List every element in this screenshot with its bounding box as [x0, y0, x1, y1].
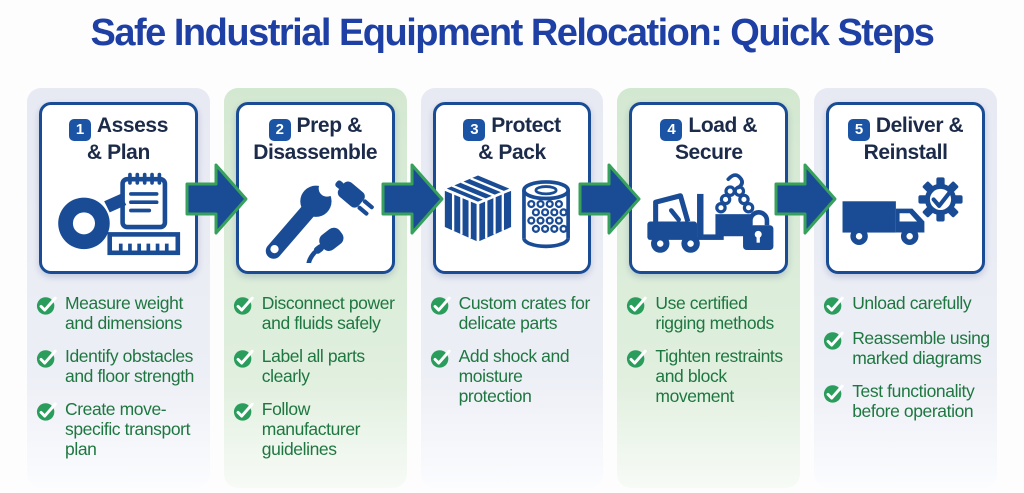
checklist-item-text: Add shock and moisture protection: [458, 345, 570, 406]
checklist-3: Custom crates for delicate parts Add sho…: [430, 293, 599, 407]
crate-icon: [444, 175, 512, 242]
step-number-badge: 4: [660, 119, 683, 141]
checklist-item: Disconnect power and fluids safely: [233, 293, 402, 334]
plug-icon: [335, 180, 375, 216]
checklist-item: Test functionality before operation: [823, 380, 992, 422]
ruler-icon: [107, 231, 181, 255]
checklist-item: Follow manufacturer guidelines: [233, 398, 402, 460]
tape-measure-icon: [58, 193, 127, 249]
checklist-item-text: Reassemble using marked diagrams: [852, 328, 990, 368]
wrench-icon: [265, 168, 339, 259]
checklist-item-text: Identify obstacles and floor strength: [65, 345, 194, 386]
arrow-right-icon: [578, 163, 641, 235]
arrow-right-icon: [381, 163, 444, 235]
check-icon: [36, 402, 57, 421]
checklist-item-text: Measure weight and dimensions: [65, 293, 183, 333]
check-icon: [233, 296, 254, 315]
step-number-badge: 3: [463, 119, 486, 141]
checklist-item-text: Use certified rigging methods: [655, 293, 774, 333]
checklist-item: Add shock and moisture protection: [430, 345, 599, 407]
checklist-item-text: Label all parts clearly: [261, 345, 365, 386]
gear-check-icon: [917, 177, 963, 222]
padlock-icon: [742, 209, 774, 250]
checklist-item-text: Unload carefully: [852, 293, 972, 313]
prep-disassemble-illustration: [265, 168, 375, 263]
checklist-item-text: Create move-specific transport plan: [65, 398, 191, 459]
check-icon: [36, 296, 57, 315]
check-icon: [627, 296, 648, 315]
checklist-4: Use certified rigging methods Tighten re…: [626, 293, 795, 407]
checklist-1: Measure weight and dimensions Identify o…: [36, 293, 205, 460]
checklist-item: Use certified rigging methods: [626, 293, 795, 334]
step-number-badge: 2: [268, 119, 291, 141]
page-title: Safe Industrial Equipment Relocation: Qu…: [90, 12, 935, 54]
check-icon: [36, 349, 57, 368]
step-number-badge: 5: [847, 119, 870, 141]
checklist-item: Reassemble using marked diagrams: [823, 328, 992, 369]
checklist-item: Measure weight and dimensions: [36, 293, 205, 334]
load-secure-illustration: [647, 172, 774, 253]
checklist-5: Unload carefully Reassemble using marked…: [823, 293, 992, 422]
checklist-item-text: Test functionality before operation: [852, 380, 975, 421]
step-number-badge: 1: [68, 119, 91, 141]
arrow-right-icon: [185, 163, 248, 235]
chain-hook-icon: [714, 172, 755, 236]
checklist-item-text: Tighten restraints and block movement: [655, 345, 783, 406]
arrow-right-icon: [774, 163, 837, 235]
checklist-item: Unload carefully: [823, 293, 992, 316]
protect-pack-illustration: [444, 175, 570, 248]
checklist-item: Custom crates for delicate parts: [430, 293, 599, 334]
assess-plan-illustration: [58, 172, 181, 255]
check-icon: [233, 402, 254, 421]
bubble-wrap-icon: [522, 179, 570, 248]
checklist-item-text: Custom crates for delicate parts: [458, 293, 591, 333]
checklist-2: Disconnect power and fluids safely Label…: [233, 293, 402, 460]
check-icon: [233, 349, 254, 368]
truck-icon: [842, 201, 924, 245]
checklist-item: Label all parts clearly: [233, 345, 402, 387]
check-icon: [824, 296, 844, 315]
check-icon: [627, 349, 648, 368]
check-icon: [430, 296, 451, 315]
checklist-item-text: Follow manufacturer guidelines: [261, 398, 361, 459]
socket-icon: [306, 227, 344, 263]
checklist-item-text: Disconnect power and fluids safely: [261, 293, 395, 333]
checklist-item: Tighten restraints and block movement: [626, 345, 795, 407]
checklist-item: Identify obstacles and floor strength: [36, 345, 205, 387]
notepad-icon: [120, 172, 168, 230]
checklist-item: Create move-specific transport plan: [36, 398, 205, 460]
forklift-icon: [647, 192, 724, 253]
deliver-reinstall-illustration: [842, 177, 963, 245]
check-icon: [430, 349, 451, 368]
check-icon: [824, 384, 844, 403]
check-icon: [824, 331, 844, 350]
